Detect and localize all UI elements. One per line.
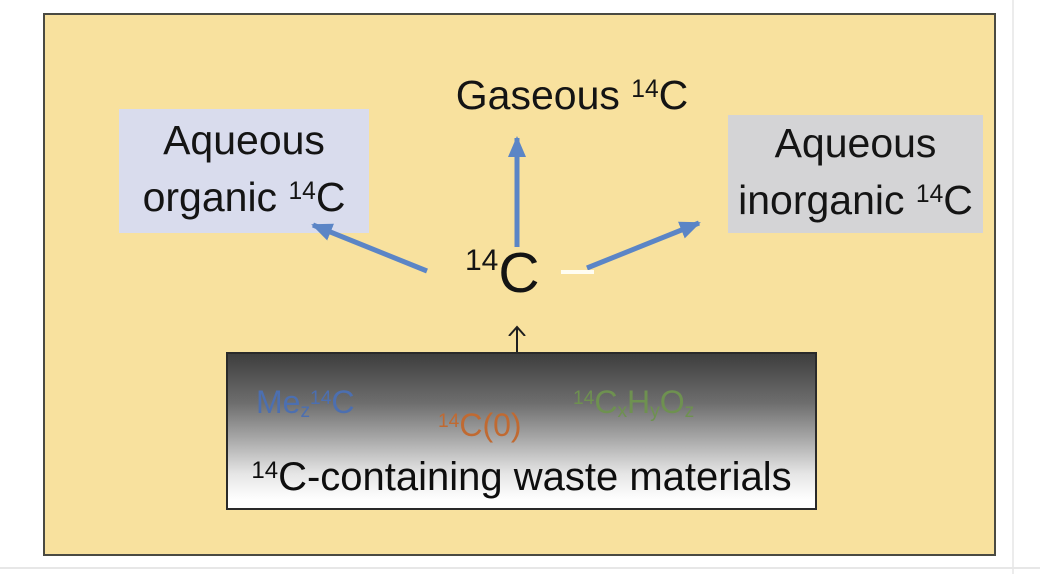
label-central-14c: 14C (465, 243, 540, 303)
mez14c-p1: Me (256, 384, 301, 420)
gaseous-element: C (658, 72, 689, 118)
14cxhyoz-x: x (617, 401, 628, 423)
aqueous-organic-word: Aqueous (163, 117, 325, 163)
page-edge-horizontal (0, 567, 1040, 569)
14c0-isotope: 14 (438, 410, 460, 432)
mez14c-isotope: 14 (310, 387, 332, 409)
14cxhyoz-o: O (659, 384, 685, 420)
aqueous-organic-line1: Aqueous (119, 112, 369, 169)
aqueous-inorganic-element: C (943, 177, 973, 223)
gaseous-isotope: 14 (631, 76, 659, 104)
aqueous-inorganic-prefix: inorganic (738, 177, 916, 223)
mez14c-sub1: z (300, 401, 311, 423)
central-element: C (498, 241, 540, 305)
aqueous-organic-prefix: organic (142, 174, 289, 220)
label-gaseous-14c: Gaseous 14C (402, 72, 742, 118)
14cxhyoz-z: z (684, 401, 695, 423)
aqueous-inorganic-line2: inorganic 14C (728, 172, 983, 229)
aqueous-inorganic-word: Aqueous (774, 120, 937, 166)
box-aqueous-inorganic: Aqueous inorganic 14C (728, 115, 983, 233)
central-isotope: 14 (465, 244, 499, 278)
aqueous-organic-line2: organic 14C (119, 169, 369, 226)
gaseous-text: Gaseous (455, 72, 632, 118)
aqueous-inorganic-isotope: 14 (915, 181, 944, 209)
formula-14cxhyoz: 14CxHyOz (573, 384, 695, 423)
mez14c-p2: C (331, 384, 355, 420)
14cxhyoz-y: y (650, 401, 660, 423)
14cxhyoz-c: C (594, 384, 618, 420)
box-aqueous-organic: Aqueous organic 14C (119, 109, 369, 233)
box-waste-materials: Mez14C 14C(0) 14CxHyOz 14C-containing wa… (226, 352, 817, 510)
aqueous-organic-element: C (315, 174, 346, 220)
waste-caption-isotope: 14 (251, 457, 279, 485)
aqueous-inorganic-line1: Aqueous (728, 115, 983, 172)
14cxhyoz-isotope: 14 (573, 387, 595, 409)
page-edge-vertical (1012, 0, 1014, 574)
label-waste-caption: 14C-containing waste materials (228, 454, 815, 500)
formula-14c0: 14C(0) (438, 407, 522, 443)
waste-caption-text: C-containing waste materials (278, 455, 792, 499)
14cxhyoz-h: H (627, 384, 651, 420)
aqueous-organic-isotope: 14 (288, 178, 316, 206)
14c0-body: C(0) (459, 407, 522, 443)
formula-mez14c: Mez14C (256, 384, 355, 423)
